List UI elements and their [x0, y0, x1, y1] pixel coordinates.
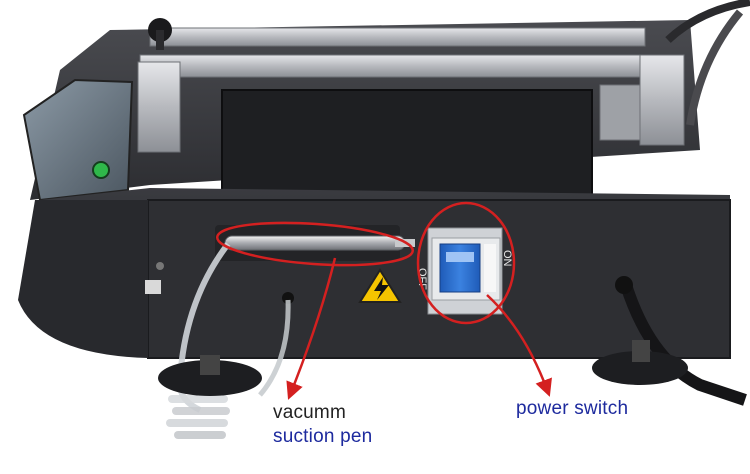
foot-right-stem [632, 340, 650, 362]
panel-screw [156, 262, 164, 270]
knob-stem [156, 30, 164, 50]
gantry-post-bracket [599, 84, 641, 141]
left-body-curve [18, 200, 148, 358]
on-mark: ON [501, 250, 513, 267]
green-indicator-button [92, 161, 110, 179]
gantry-rail-bottom [139, 54, 661, 78]
breaker-toggle [439, 243, 481, 293]
switch-pointer-arrow [486, 294, 552, 397]
vacuum-pen-label-line1: vacumm [273, 402, 346, 423]
gooseneck-hose [686, 9, 744, 126]
pen-pointer-arrow [286, 257, 337, 400]
gooseneck-hose-top [665, 0, 750, 43]
small-label-sticker [145, 280, 161, 294]
switch-highlight-circle [416, 201, 516, 325]
foot-left-stem [200, 355, 220, 375]
gantry-post-left [137, 61, 181, 153]
breaker-toggle-lever [446, 252, 474, 262]
nozzle-tips [166, 395, 230, 439]
lightning-bolt-icon [374, 277, 389, 300]
power-cable [620, 283, 747, 406]
cable-grommet [615, 276, 633, 294]
machine-foot-right [592, 351, 688, 385]
machine-foot-left [158, 360, 262, 396]
tube-port [282, 292, 294, 304]
vacuum-tube-2 [258, 299, 291, 397]
gantry-rail-top [149, 27, 646, 47]
power-switch-label: power switch [516, 398, 629, 419]
vacuum-pen-label-line2: suction pen [273, 426, 373, 447]
vacuum-suction-pen [224, 235, 406, 251]
pen-highlight-ellipse [215, 221, 415, 267]
gantry-post-right [639, 54, 685, 146]
bottom-heater-block [221, 89, 593, 199]
breaker-label [484, 244, 496, 292]
